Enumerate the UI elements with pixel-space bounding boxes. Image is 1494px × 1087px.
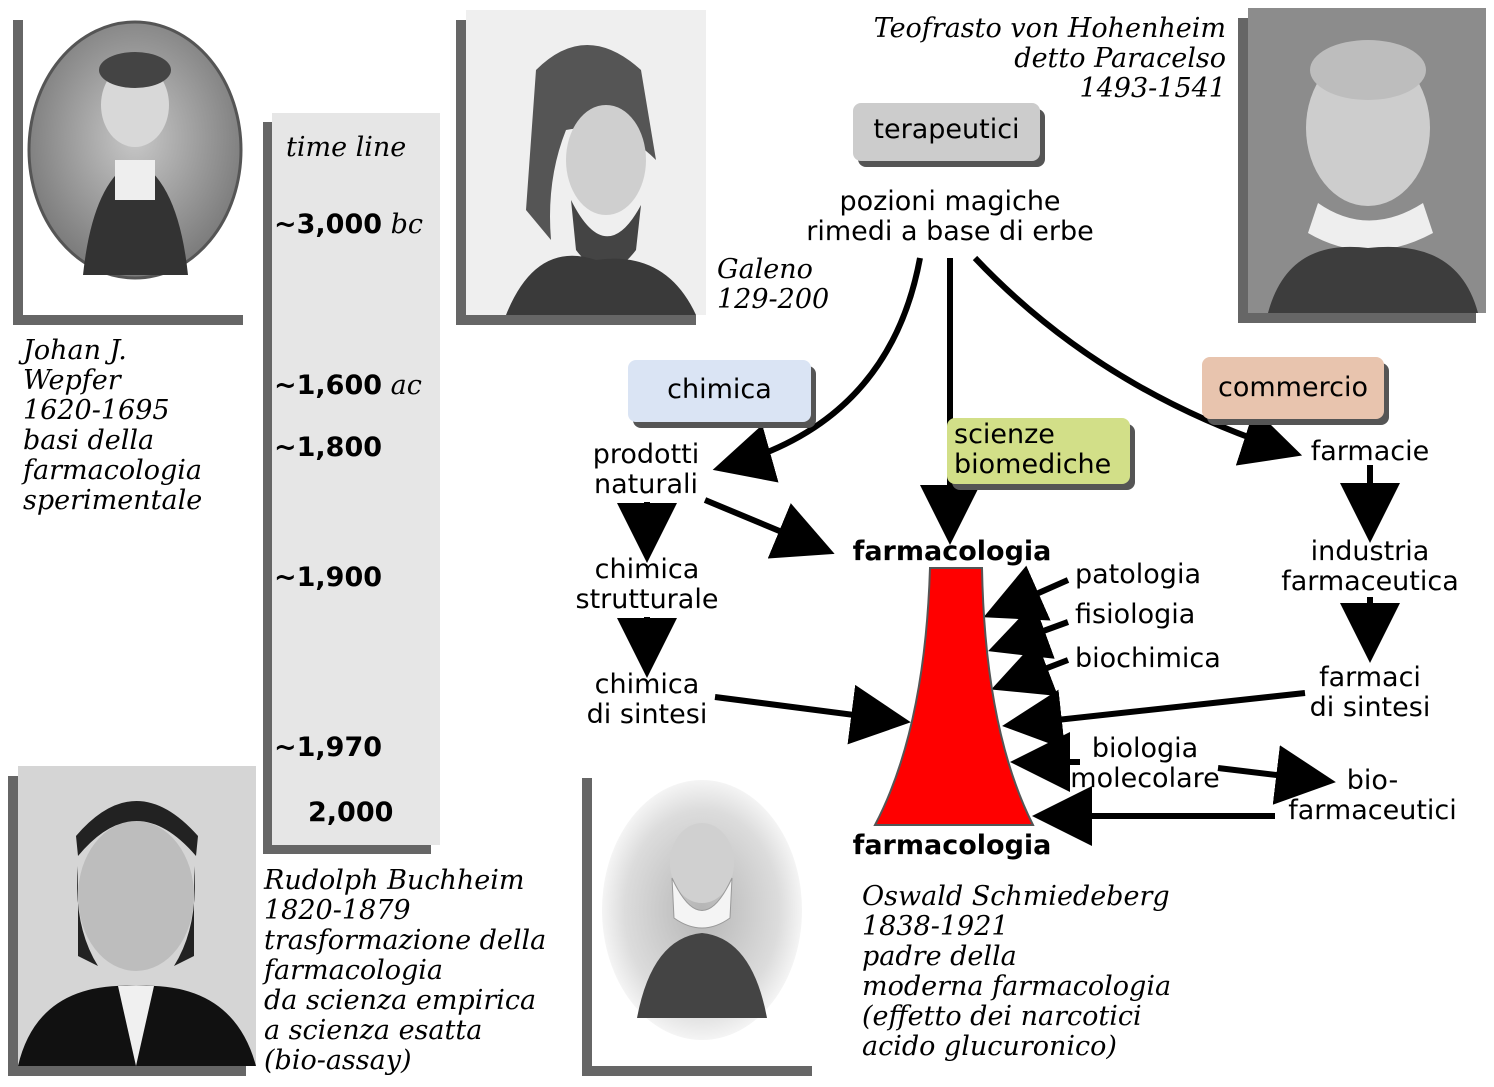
timeline-title: time line [286, 132, 407, 163]
pharmacology-funnel [873, 567, 1035, 826]
node-industria-farmaceutica: industria farmaceutica [1281, 536, 1459, 597]
paracelso-caption: Teofrasto von Hohenheim detto Paracelso … [873, 13, 1226, 104]
paracelso-portrait [1248, 8, 1486, 313]
galeno-portrait [466, 10, 706, 315]
node-biochimica: biochimica [1075, 643, 1221, 674]
node-farmacie: farmacie [1310, 436, 1430, 467]
timeline-item: ~1,970 [274, 732, 383, 763]
schmiedeberg-caption: Oswald Schmiedeberg 1838-1921 padre dell… [862, 881, 1172, 1062]
node-chimica-strutturale: chimica strutturale [575, 554, 719, 615]
node-biologia-molecolare: biologia molecolare [1070, 733, 1220, 794]
timeline-panel: time line ~3,000 bc ~1,600 ac ~1,800 ~1,… [272, 113, 440, 845]
arrow-sintesi-funnel [714, 684, 911, 745]
wepfer-portrait [23, 10, 253, 315]
buchheim-caption: Rudolph Buchheim 1820-1879 trasformazion… [264, 865, 547, 1076]
node-patologia: patologia [1075, 559, 1201, 590]
arrow-pozioni-prodotti [712, 257, 923, 483]
timeline-item: ~1,600 ac [274, 370, 422, 401]
arrow-fisiologia [988, 602, 1070, 659]
schmiedeberg-portrait [592, 768, 822, 1066]
box-chimica: chimica [628, 360, 811, 422]
node-farmaci-sintesi: farmaci di sintesi [1309, 662, 1431, 723]
box-terapeutici: terapeutici [853, 103, 1040, 161]
arrow-pozioni-farmacie [972, 255, 1303, 466]
timeline-item: 2,000 [308, 797, 394, 828]
galeno-caption: Galeno 129-200 [717, 254, 830, 315]
arrow-patologia [983, 565, 1070, 621]
timeline-item: ~1,800 [274, 432, 383, 463]
wepfer-caption: Johan J. Wepfer 1620-1695 basi della far… [23, 335, 203, 516]
node-pozioni: pozioni magiche rimedi a base di erbe [806, 186, 1094, 247]
timeline-item: ~3,000 bc [274, 209, 424, 240]
arrow-biochimica [991, 639, 1070, 696]
node-prodotti-naturali: prodotti naturali [592, 439, 700, 500]
node-farmacologia-bottom: farmacologia [852, 830, 1052, 861]
arrow-farmaci-funnel [1002, 689, 1306, 750]
node-fisiologia: fisiologia [1075, 599, 1196, 630]
arrow-prodotti-farmacologia [703, 497, 835, 559]
timeline-item: ~1,900 [274, 562, 383, 593]
box-scienze-biomediche: scienze biomediche [947, 418, 1130, 484]
node-biofarmaceutici: bio- farmaceutici [1288, 765, 1457, 826]
node-farmacologia-top: farmacologia [852, 536, 1052, 567]
arrow-biologia-biofarm [1217, 745, 1336, 805]
node-chimica-sintesi: chimica di sintesi [586, 669, 708, 730]
box-commercio: commercio [1202, 357, 1384, 419]
buchheim-portrait [18, 766, 256, 1066]
